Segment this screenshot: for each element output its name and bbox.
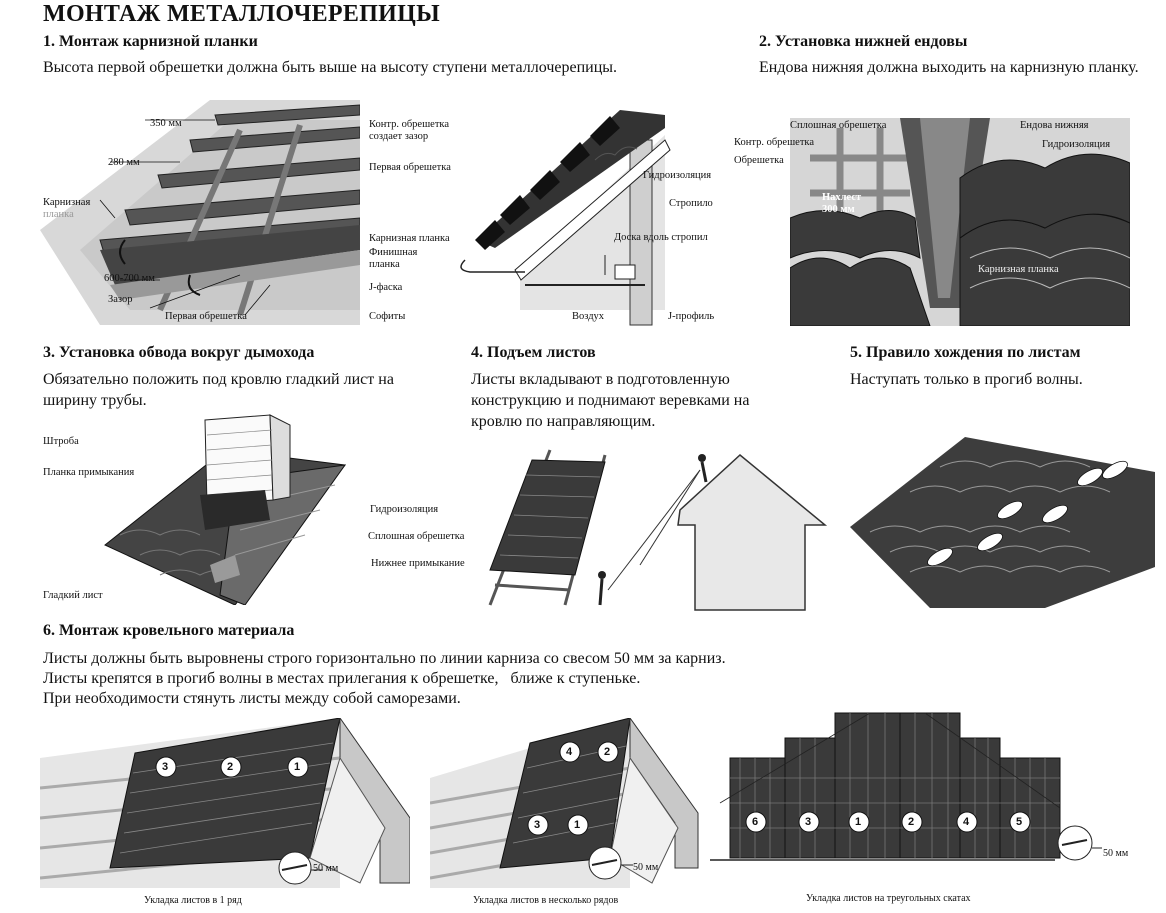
label-cornice-1: Карнизная	[43, 197, 91, 208]
page-title: МОНТАЖ МЕТАЛЛОЧЕРЕПИЦЫ	[43, 1, 440, 27]
sheet-number: 2	[604, 746, 611, 758]
label-cornice-strip: Карнизная планка	[369, 233, 450, 244]
circle-num-3a	[745, 811, 767, 833]
section-4-heading: 4. Подъем листов	[471, 344, 596, 361]
circle-num-2c	[527, 814, 549, 836]
circle-num-1c	[287, 756, 309, 778]
circle-num-3d	[901, 811, 923, 833]
valley-illustration	[790, 118, 1130, 326]
walking-rule-illustration	[850, 437, 1155, 608]
circle-num-2d	[567, 814, 589, 836]
label-280mm: 280 мм	[108, 157, 140, 168]
sheet-number: 3	[162, 761, 169, 773]
label-flashing-strip: Планка примыкания	[43, 467, 135, 478]
sheet-number: 4	[963, 816, 970, 828]
laying-one-row-illustration	[40, 718, 410, 888]
section-6-line-2: Листы крепятся в прогиб волны в местах п…	[43, 670, 641, 687]
circle-num-3e	[956, 811, 978, 833]
label-cornice-strip-2: Карнизная планка	[978, 264, 1059, 275]
sheet-number: 1	[294, 761, 301, 773]
label-j-chamfer: J-фаска	[369, 282, 403, 293]
section-6-heading: 6. Монтаж кровельного материала	[43, 622, 295, 639]
label-waterproof-3: Гидроизоляция	[370, 504, 439, 515]
label-gap: Зазор	[108, 294, 133, 305]
sheet-number: 2	[227, 761, 234, 773]
label-solid-batten: Сплошная обрешетка	[790, 120, 887, 131]
label-waterproof-2: Гидроизоляция	[1042, 139, 1111, 150]
label-counter-batten: Контр. обрешетка	[734, 137, 815, 148]
sheet-number: 1	[855, 816, 862, 828]
sheet-number: 2	[908, 816, 915, 828]
label-air: Воздух	[572, 311, 605, 322]
section-4-text: Листы вкладывают в подготовленную констр…	[471, 371, 750, 430]
chimney-illustration	[104, 414, 347, 605]
label-cornice-2: планка	[43, 209, 74, 220]
label-first-batten-2: Первая обрешетка	[369, 162, 451, 173]
label-finish-1: Финишная	[369, 247, 418, 258]
caption-several-rows: Укладка листов в несколько рядов	[473, 895, 619, 906]
sheet-number: 1	[574, 819, 581, 831]
label-overlap-1: Нахлест	[822, 192, 862, 203]
label-counter-batten-1: Контр. обрешетка	[369, 119, 450, 130]
label-groove: Штроба	[43, 436, 79, 447]
label-valley: Ендова нижняя	[1020, 120, 1089, 131]
label-finish-2: планка	[369, 259, 400, 270]
sheet-number: 5	[1016, 816, 1023, 828]
caption-one-row: Укладка листов в 1 ряд	[144, 895, 242, 906]
section-2-heading: 2. Установка нижней ендовы	[759, 33, 968, 50]
section-3-heading: 3. Установка обвода вокруг дымохода	[43, 344, 315, 361]
circle-num-2b	[597, 741, 619, 763]
label-50mm-3: 50 мм	[1103, 848, 1129, 859]
label-rafter: Стропило	[669, 198, 713, 209]
label-soffits: Софиты	[369, 311, 406, 322]
label-lower-flashing: Нижнее примыкание	[371, 558, 465, 569]
laying-triangular-slopes-illustration	[710, 712, 1102, 861]
label-counter-batten-2: создает зазор	[369, 131, 429, 142]
section-5-heading: 5. Правило хождения по листам	[850, 344, 1081, 361]
caption-triangular-slopes: Укладка листов на треугольных скатах	[806, 893, 971, 904]
label-overlap-2: 300 мм	[822, 204, 855, 215]
lifting-sheets-illustration	[488, 449, 828, 611]
section-6-line-3: При необходимости стянуть листы между со…	[43, 690, 461, 707]
sheet-number: 4	[566, 746, 573, 758]
label-waterproof-1: Гидроизоляция	[643, 170, 712, 181]
section-3-text: Обязательно положить под кровлю гладкий …	[43, 371, 394, 409]
section-6-line-1: Листы должны быть выровнены строго гориз…	[43, 650, 726, 667]
label-350mm: 350 мм	[150, 118, 182, 129]
label-50mm-1: 50 мм	[313, 863, 339, 874]
circle-num-3f	[1009, 811, 1031, 833]
sheet-number: 3	[805, 816, 812, 828]
circle-num-3c	[848, 811, 870, 833]
sheet-number: 3	[534, 819, 541, 831]
sheet-number: 6	[752, 816, 759, 828]
circle-num-1b	[220, 756, 242, 778]
eaves-section-illustration	[460, 110, 671, 326]
section-5-text: Наступать только в прогиб волны.	[850, 371, 1083, 388]
label-board: Доска вдоль стропил	[614, 232, 708, 243]
circle-num-1a	[155, 756, 177, 778]
label-j-profile: J-профиль	[668, 311, 715, 322]
label-first-batten: Первая обрешетка	[165, 311, 247, 322]
section-1-text: Высота первой обрешетки должна быть выше…	[43, 59, 618, 76]
section-2-text: Ендова нижняя должна выходить на карнизн…	[759, 59, 1139, 76]
label-batten: Обрешетка	[734, 155, 784, 166]
label-smooth-sheet: Гладкий лист	[43, 590, 103, 601]
circle-num-3b	[798, 811, 820, 833]
section-1-heading: 1. Монтаж карнизной планки	[43, 33, 258, 50]
circle-num-2a	[559, 741, 581, 763]
label-600mm: 600-700 мм	[104, 273, 155, 284]
label-50mm-2: 50 мм	[633, 862, 659, 873]
label-solid-batten-2: Сплошная обрешетка	[368, 531, 465, 542]
cornice-strip-illustration	[40, 100, 360, 325]
